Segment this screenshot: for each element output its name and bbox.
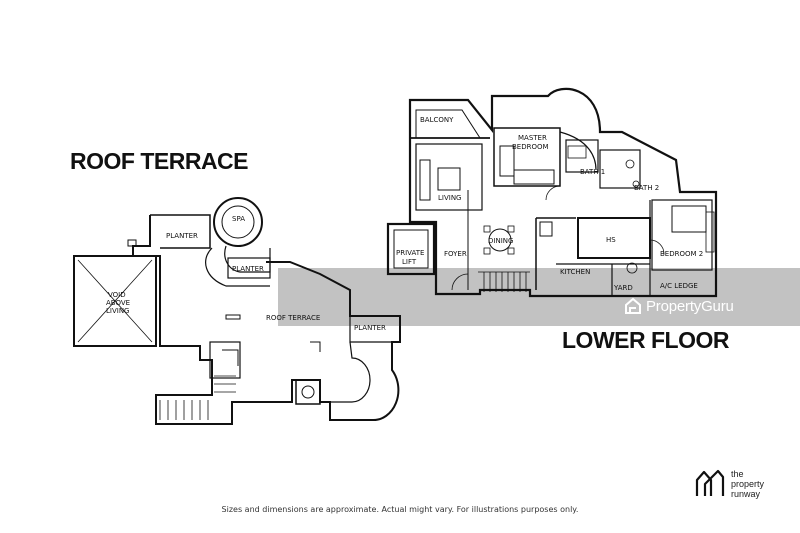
- logo-line-1: the: [731, 469, 744, 479]
- lower-floor-plan: [386, 87, 718, 298]
- label-dining: DINING: [488, 237, 513, 245]
- propertyguru-logo-icon: [625, 297, 641, 314]
- label-private-2: LIFT: [402, 258, 417, 266]
- label-void-1: VOID: [108, 291, 126, 299]
- label-master-1: MASTER: [518, 134, 547, 142]
- property-runway-logo-icon: [695, 469, 725, 496]
- label-planter-2: PLANTER: [232, 265, 264, 273]
- label-living: LIVING: [438, 194, 461, 202]
- disclaimer-text: Sizes and dimensions are approximate. Ac…: [221, 505, 579, 514]
- label-master-2: BEDROOM: [512, 143, 549, 151]
- label-bath-1: BATH 1: [580, 168, 605, 176]
- property-runway-logo: the property runway: [695, 466, 790, 502]
- roof-terrace-title: ROOF TERRACE: [70, 148, 249, 174]
- void-area: [73, 255, 157, 347]
- label-planter-1: PLANTER: [166, 232, 198, 240]
- label-spa: SPA: [232, 215, 245, 223]
- propertyguru-wordmark: PropertyGuru: [646, 298, 734, 315]
- label-planter-3: PLANTER: [354, 324, 386, 332]
- label-foyer: FOYER: [444, 250, 467, 258]
- label-ac-ledge: A/C LEDGE: [660, 282, 698, 290]
- roof-terrace-labels: PLANTER SPA PLANTER VOID ABOVE LIVING RO…: [106, 215, 386, 332]
- label-roof-terrace: ROOF TERRACE: [266, 314, 320, 322]
- label-hs: HS: [606, 236, 616, 244]
- label-kitchen: KITCHEN: [560, 268, 590, 276]
- lower-floor-labels: BALCONY MASTER BEDROOM BATH 1 BATH 2 LIV…: [396, 116, 703, 292]
- property-runway-wordmark: the property runway: [731, 469, 764, 499]
- lower-floor-title: LOWER FLOOR: [562, 327, 729, 353]
- label-void-3: LIVING: [106, 307, 129, 315]
- logo-line-2: property: [731, 479, 765, 489]
- label-private-1: PRIVATE: [396, 249, 424, 257]
- label-bath-2: BATH 2: [634, 184, 659, 192]
- label-yard: YARD: [613, 284, 633, 292]
- logo-line-3: runway: [731, 489, 761, 499]
- label-bedroom-2: BEDROOM 2: [660, 250, 703, 258]
- roof-terrace-plan: [73, 197, 401, 425]
- label-balcony: BALCONY: [420, 116, 454, 124]
- label-void-2: ABOVE: [106, 299, 130, 307]
